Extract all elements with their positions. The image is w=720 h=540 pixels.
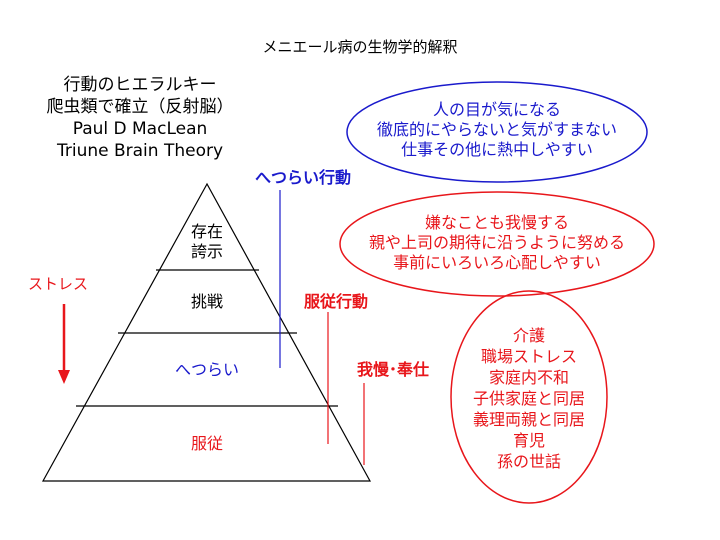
stress-arrow-head: [58, 370, 70, 384]
stress-factors-ellipse: [450, 290, 608, 504]
stress-factors-text: 介護 職場ストレス 家庭内不和 子供家庭と同居 義理両親と同居 育児 孫の世話: [459, 325, 599, 472]
hetsurai-behavior-label: へつらい行動: [255, 168, 352, 187]
theory-block: 行動のヒエラルキー 爬虫類で確立（反射脳） Paul D MacLean Tri…: [30, 74, 250, 162]
fukuju-behavior-label: 服従行動: [304, 292, 369, 311]
pyramid-level-4: 服従: [190, 434, 223, 453]
theory-line: 爬虫類で確立（反射脳）: [46, 97, 234, 117]
stress-factor-item: 育児: [512, 431, 545, 450]
theory-line: 行動のヒエラルキー: [63, 75, 217, 95]
pyramid-level-1-line: 誇示: [190, 242, 223, 261]
stress-factor-item: 家庭内不和: [488, 368, 569, 387]
stress-factor-item: 職場ストレス: [480, 347, 577, 366]
pyramid-level-2: 挑戦: [190, 292, 223, 311]
stress-label: ストレス: [28, 275, 89, 293]
red-ellipse-line: 嫌なことも我慢する: [424, 213, 569, 232]
blue-ellipse-line: 人の目が気になる: [432, 100, 561, 119]
stress-factor-item: 介護: [512, 326, 545, 345]
red-ellipse-line: 親や上司の期待に沿うように努める: [368, 233, 625, 252]
theory-line: Triune Brain Theory: [56, 141, 224, 161]
pyramid-level-3: へつらい: [174, 360, 239, 379]
blue-ellipse-line: 仕事その他に熱中しやすい: [401, 140, 593, 159]
stress-factor-item: 孫の世話: [496, 452, 561, 471]
theory-line: Paul D MacLean: [72, 119, 208, 139]
gaman-behavior-label: 我慢･奉仕: [357, 360, 430, 379]
blue-ellipse-line: 徹底的にやらないと気がすまない: [376, 120, 617, 139]
pyramid-level-1: 存在 誇示: [167, 222, 247, 262]
red-ellipse-text: 嫌なことも我慢する 親や上司の期待に沿うように努める 事前にいろいろ心配しやすい: [352, 213, 642, 273]
stress-factor-item: 義理両親と同居: [472, 410, 585, 429]
page-title: メニエール病の生物学的解釈: [262, 38, 458, 56]
red-ellipse: [339, 191, 655, 297]
red-ellipse-line: 事前にいろいろ心配しやすい: [393, 253, 601, 272]
blue-ellipse: [346, 81, 648, 183]
stress-factor-item: 子供家庭と同居: [472, 389, 585, 408]
pyramid-level-1-line: 存在: [190, 222, 223, 241]
blue-ellipse-text: 人の目が気になる 徹底的にやらないと気がすまない 仕事その他に熱中しやすい: [357, 100, 637, 160]
